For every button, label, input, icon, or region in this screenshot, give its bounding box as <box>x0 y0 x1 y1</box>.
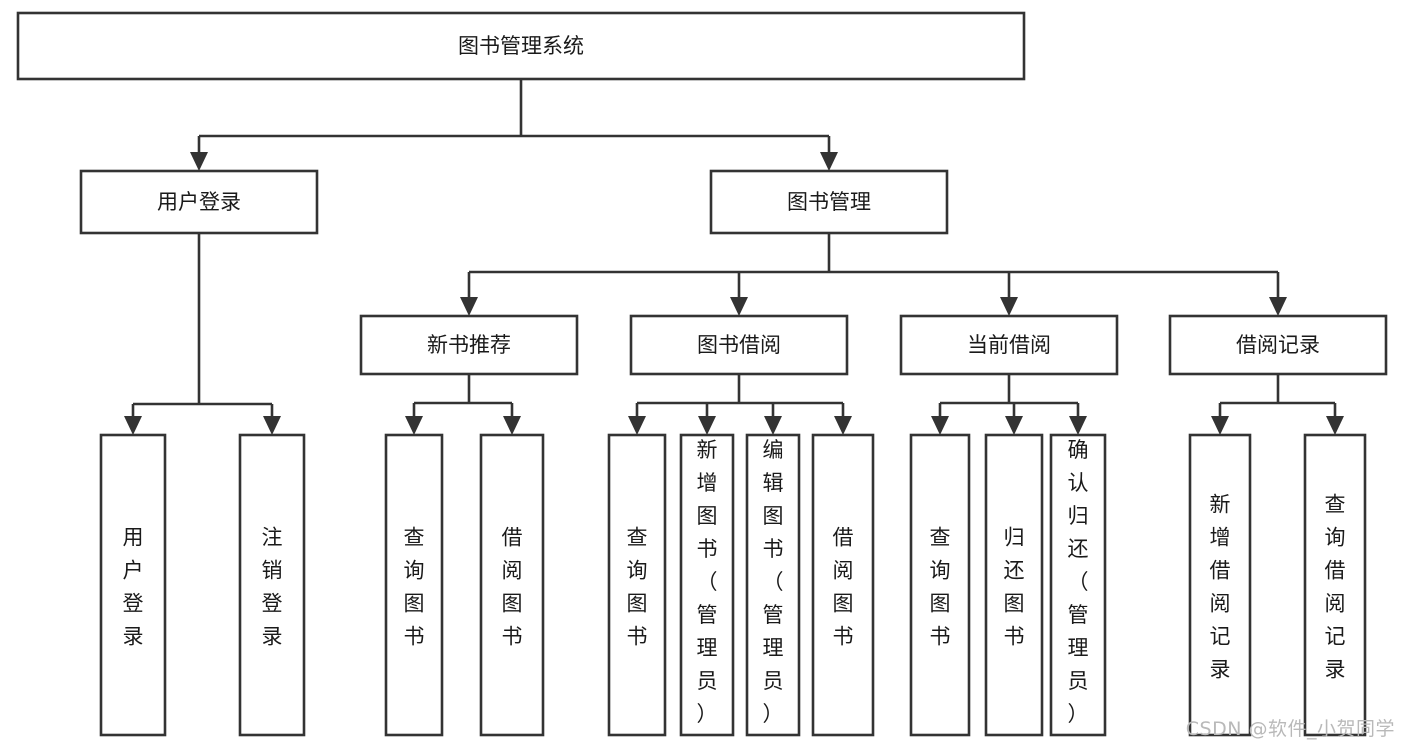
arrow-head-icon <box>124 416 142 435</box>
node-box <box>909 433 971 737</box>
node-box <box>745 433 801 737</box>
node-layer: 图书管理系统用户登录图书管理新书推荐图书借阅当前借阅借阅记录用户登录注销登录查询… <box>16 11 1388 737</box>
node-label: 编辑图书（管理员） <box>763 438 784 726</box>
node-root[interactable]: 图书管理系统 <box>16 11 1026 81</box>
node-label: 确认归还（管理员） <box>1068 438 1089 726</box>
arrow-head-icon <box>764 416 782 435</box>
node-box <box>811 433 875 737</box>
node-n-current[interactable]: 当前借阅 <box>899 314 1119 376</box>
node-leaf-logout[interactable]: 注销登录 <box>238 433 306 737</box>
node-n-book-mgmt[interactable]: 图书管理 <box>709 169 949 235</box>
node-box <box>1188 433 1252 737</box>
node-leaf-rec-add[interactable]: 新增借阅记录 <box>1188 433 1252 737</box>
node-box <box>709 169 949 235</box>
node-box <box>479 433 545 737</box>
node-leaf-nb-query[interactable]: 查询图书 <box>384 433 444 737</box>
node-label: 归还图书 <box>1004 526 1025 649</box>
arrow-head-icon <box>263 416 281 435</box>
connector-layer <box>124 79 1344 435</box>
node-leaf-bb-add[interactable]: 新增图书（管理员） <box>679 433 735 737</box>
node-leaf-user-login[interactable]: 用户登录 <box>99 433 167 737</box>
node-label: 图书借阅 <box>697 333 781 357</box>
node-label: 图书管理 <box>787 190 871 214</box>
arrow-head-icon <box>503 416 521 435</box>
node-box <box>1049 433 1107 737</box>
node-label: 注销登录 <box>262 526 283 649</box>
node-box <box>984 433 1044 737</box>
node-n-borrow[interactable]: 图书借阅 <box>629 314 849 376</box>
arrow-head-icon <box>190 152 208 171</box>
node-n-records[interactable]: 借阅记录 <box>1168 314 1388 376</box>
node-label: 查询图书 <box>930 526 951 649</box>
arrow-head-icon <box>820 152 838 171</box>
node-box <box>384 433 444 737</box>
arrow-head-icon <box>1000 297 1018 316</box>
node-label: 查询借阅记录 <box>1325 493 1346 682</box>
node-label: 查询图书 <box>404 526 425 649</box>
node-label: 新增图书（管理员） <box>697 438 718 726</box>
node-leaf-bb-borrow[interactable]: 借阅图书 <box>811 433 875 737</box>
node-box <box>679 433 735 737</box>
arrow-head-icon <box>1326 416 1344 435</box>
node-box <box>79 169 319 235</box>
node-leaf-rec-query[interactable]: 查询借阅记录 <box>1303 433 1367 737</box>
node-label: 用户登录 <box>157 190 241 214</box>
node-leaf-cb-query[interactable]: 查询图书 <box>909 433 971 737</box>
node-n-user-login[interactable]: 用户登录 <box>79 169 319 235</box>
node-label: 借阅图书 <box>833 526 854 649</box>
arrow-head-icon <box>698 416 716 435</box>
node-leaf-nb-borrow[interactable]: 借阅图书 <box>479 433 545 737</box>
node-box <box>1168 314 1388 376</box>
node-label: 新增借阅记录 <box>1210 493 1231 682</box>
node-label: 新书推荐 <box>427 333 511 357</box>
node-box <box>359 314 579 376</box>
arrow-head-icon <box>460 297 478 316</box>
node-label: 用户登录 <box>123 526 144 649</box>
node-box <box>899 314 1119 376</box>
arrow-head-icon <box>405 416 423 435</box>
node-box <box>16 11 1026 81</box>
node-leaf-cb-return[interactable]: 归还图书 <box>984 433 1044 737</box>
node-label: 借阅记录 <box>1236 333 1320 357</box>
node-box <box>607 433 667 737</box>
arrow-head-icon <box>834 416 852 435</box>
node-box <box>238 433 306 737</box>
node-leaf-bb-query[interactable]: 查询图书 <box>607 433 667 737</box>
arrow-head-icon <box>1005 416 1023 435</box>
node-box <box>99 433 167 737</box>
arrow-head-icon <box>1211 416 1229 435</box>
arrow-head-icon <box>1069 416 1087 435</box>
node-label: 查询图书 <box>627 526 648 649</box>
node-leaf-bb-edit[interactable]: 编辑图书（管理员） <box>745 433 801 737</box>
node-box <box>1303 433 1367 737</box>
node-box <box>629 314 849 376</box>
arrow-head-icon <box>730 297 748 316</box>
arrow-head-icon <box>931 416 949 435</box>
node-leaf-cb-confirm[interactable]: 确认归还（管理员） <box>1049 433 1107 737</box>
node-n-new-books[interactable]: 新书推荐 <box>359 314 579 376</box>
node-label: 图书管理系统 <box>458 34 584 58</box>
node-label: 当前借阅 <box>967 333 1051 357</box>
arrow-head-icon <box>628 416 646 435</box>
arrow-head-icon <box>1269 297 1287 316</box>
node-label: 借阅图书 <box>502 526 523 649</box>
